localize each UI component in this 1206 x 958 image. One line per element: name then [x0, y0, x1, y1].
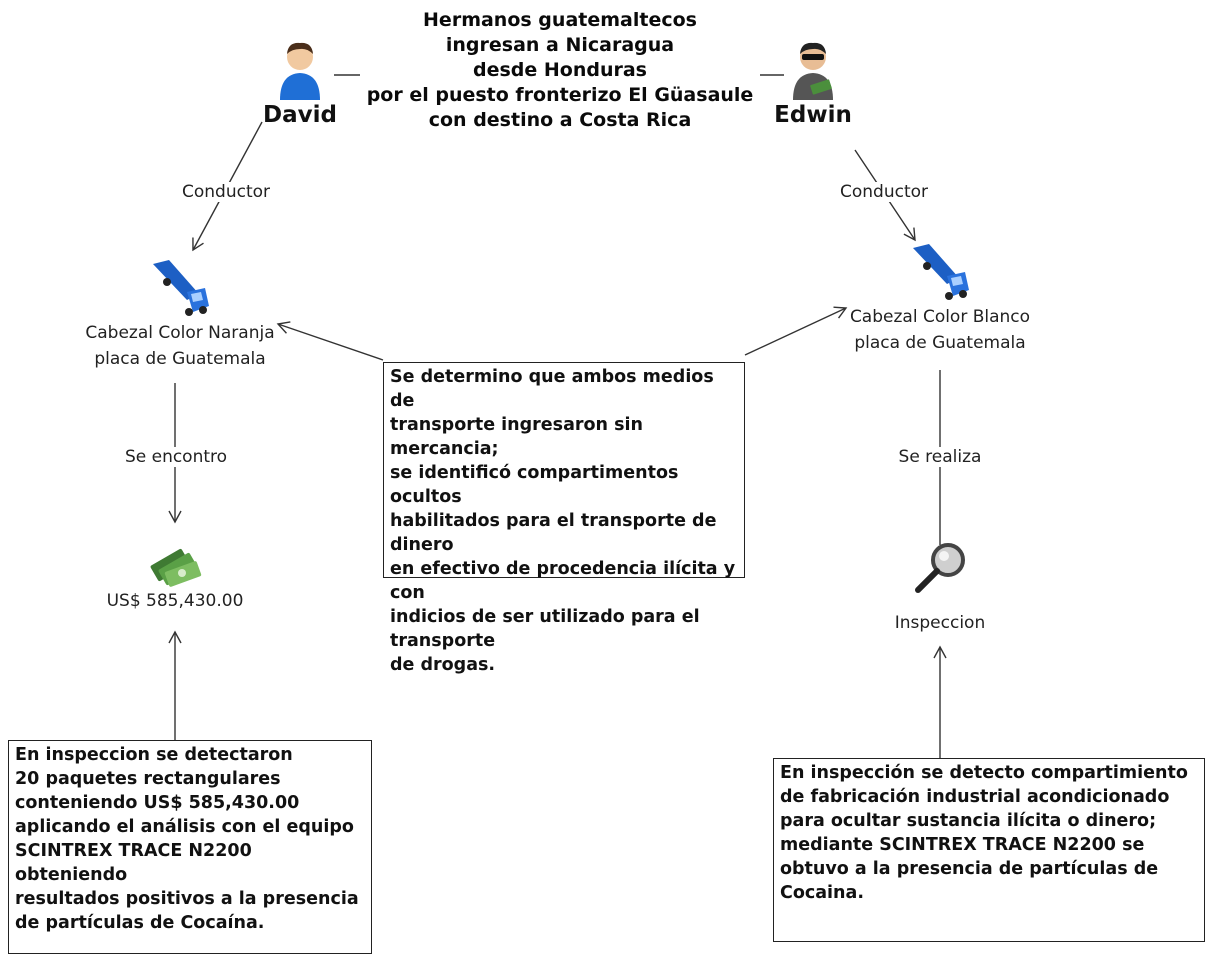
vehicle-node-blanco[interactable]: Cabezal Color Blanco placa de Guatemala: [840, 242, 1040, 356]
title-line: Hermanos guatemaltecos: [360, 8, 760, 33]
person-node-edwin[interactable]: Edwin: [768, 40, 858, 128]
center-note: Se determino que ambos medios de transpo…: [383, 362, 745, 675]
money-icon: [150, 548, 202, 587]
truck-icon: [913, 244, 969, 300]
title-line: por el puesto fronterizo El Güasaule: [360, 83, 760, 108]
person-node-david[interactable]: David: [255, 40, 345, 128]
title-line: desde Honduras: [360, 58, 760, 83]
person-with-money-icon: [793, 42, 833, 100]
magnifier-icon: [915, 543, 965, 593]
title-line: ingresan a Nicaragua: [360, 33, 760, 58]
person-name: David: [263, 102, 337, 128]
edge-center-right-truck: [744, 306, 848, 356]
left-note: En inspeccion se detectaron 20 paquetes …: [8, 740, 372, 954]
person-icon: [280, 42, 320, 100]
truck-icon: [153, 260, 209, 316]
right-note-text: En inspección se detecto compartimiento …: [780, 763, 1188, 903]
edge-label-conductor-right: Conductor: [836, 182, 932, 202]
title-line: con destino a Costa Rica: [360, 108, 760, 133]
vehicle-label-line1: Cabezal Color Naranja: [85, 323, 275, 343]
inspection-label: Inspeccion: [894, 613, 986, 633]
money-label: US$ 585,430.00: [106, 591, 244, 611]
vehicle-node-naranja[interactable]: Cabezal Color Naranja placa de Guatemala: [80, 258, 280, 372]
inspection-node[interactable]: Inspeccion: [880, 540, 1000, 636]
right-note: En inspección se detecto compartimiento …: [773, 758, 1205, 942]
person-name: Edwin: [774, 102, 852, 128]
vehicle-label-line1: Cabezal Color Blanco: [849, 307, 1031, 327]
center-note-text: Se determino que ambos medios de transpo…: [390, 367, 736, 675]
vehicle-label-line2: placa de Guatemala: [854, 333, 1026, 353]
edge-label-se-encontro: Se encontro: [118, 447, 234, 467]
edge-label-se-realiza: Se realiza: [892, 447, 988, 467]
edge-label-conductor-left: Conductor: [178, 182, 274, 202]
edge-center-left-truck: [276, 321, 384, 361]
diagram-title: Hermanos guatemaltecos ingresan a Nicara…: [360, 8, 760, 133]
left-note-text: En inspeccion se detectaron 20 paquetes …: [15, 745, 359, 933]
vehicle-label-line2: placa de Guatemala: [94, 349, 266, 369]
money-node[interactable]: US$ 585,430.00: [100, 538, 250, 614]
